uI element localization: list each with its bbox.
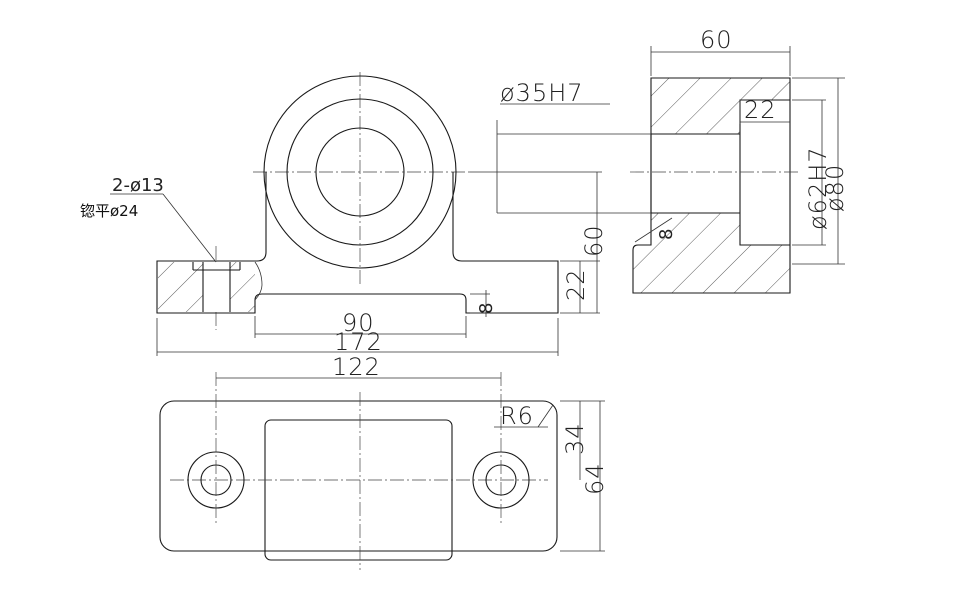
base-outline <box>156 172 559 314</box>
section-view: 60 22 ø35H7 8 ø62H7 ø80 <box>496 26 849 294</box>
dim-base-thickness: 8 <box>476 303 497 314</box>
dim-half-width: 34 <box>561 422 589 455</box>
counterbore-profile <box>739 99 790 246</box>
hole-leader-line <box>162 193 217 263</box>
dim-base-height: 22 <box>562 268 590 301</box>
section-outline <box>632 77 791 294</box>
front-view: 2-ø13 锪平ø24 172 90 8 22 60 <box>80 72 608 356</box>
outer-dia-label: ø80 <box>821 164 849 212</box>
spotface-spec-label: 锪平ø24 <box>80 202 138 220</box>
bore-circle <box>315 127 405 217</box>
hole-spec-label: 2-ø13 <box>112 175 164 196</box>
break-line <box>254 261 263 301</box>
dim-overall-width: 64 <box>581 462 609 495</box>
dim-hole-spacing: 122 <box>332 353 381 381</box>
radius-label: R6 <box>500 402 534 430</box>
counterbore-dia-label: ø62H7 <box>804 146 832 230</box>
dim-center-height: 60 <box>580 224 608 257</box>
bore-tolerance-label: ø35H7 <box>500 79 584 107</box>
housing-top-outline <box>264 419 453 561</box>
base-plate-outline <box>159 400 558 552</box>
top-view: 122 R6 34 64 <box>159 353 609 570</box>
dim-inner-span: 90 <box>342 309 375 337</box>
dim-overall-length: 172 <box>334 328 383 356</box>
dim-base-gap: 8 <box>656 229 677 240</box>
dim-counterbore-depth: 22 <box>744 96 777 124</box>
housing-outer-circle <box>263 75 457 269</box>
counterbore-circle <box>286 98 434 246</box>
dim-section-width: 60 <box>700 26 733 54</box>
